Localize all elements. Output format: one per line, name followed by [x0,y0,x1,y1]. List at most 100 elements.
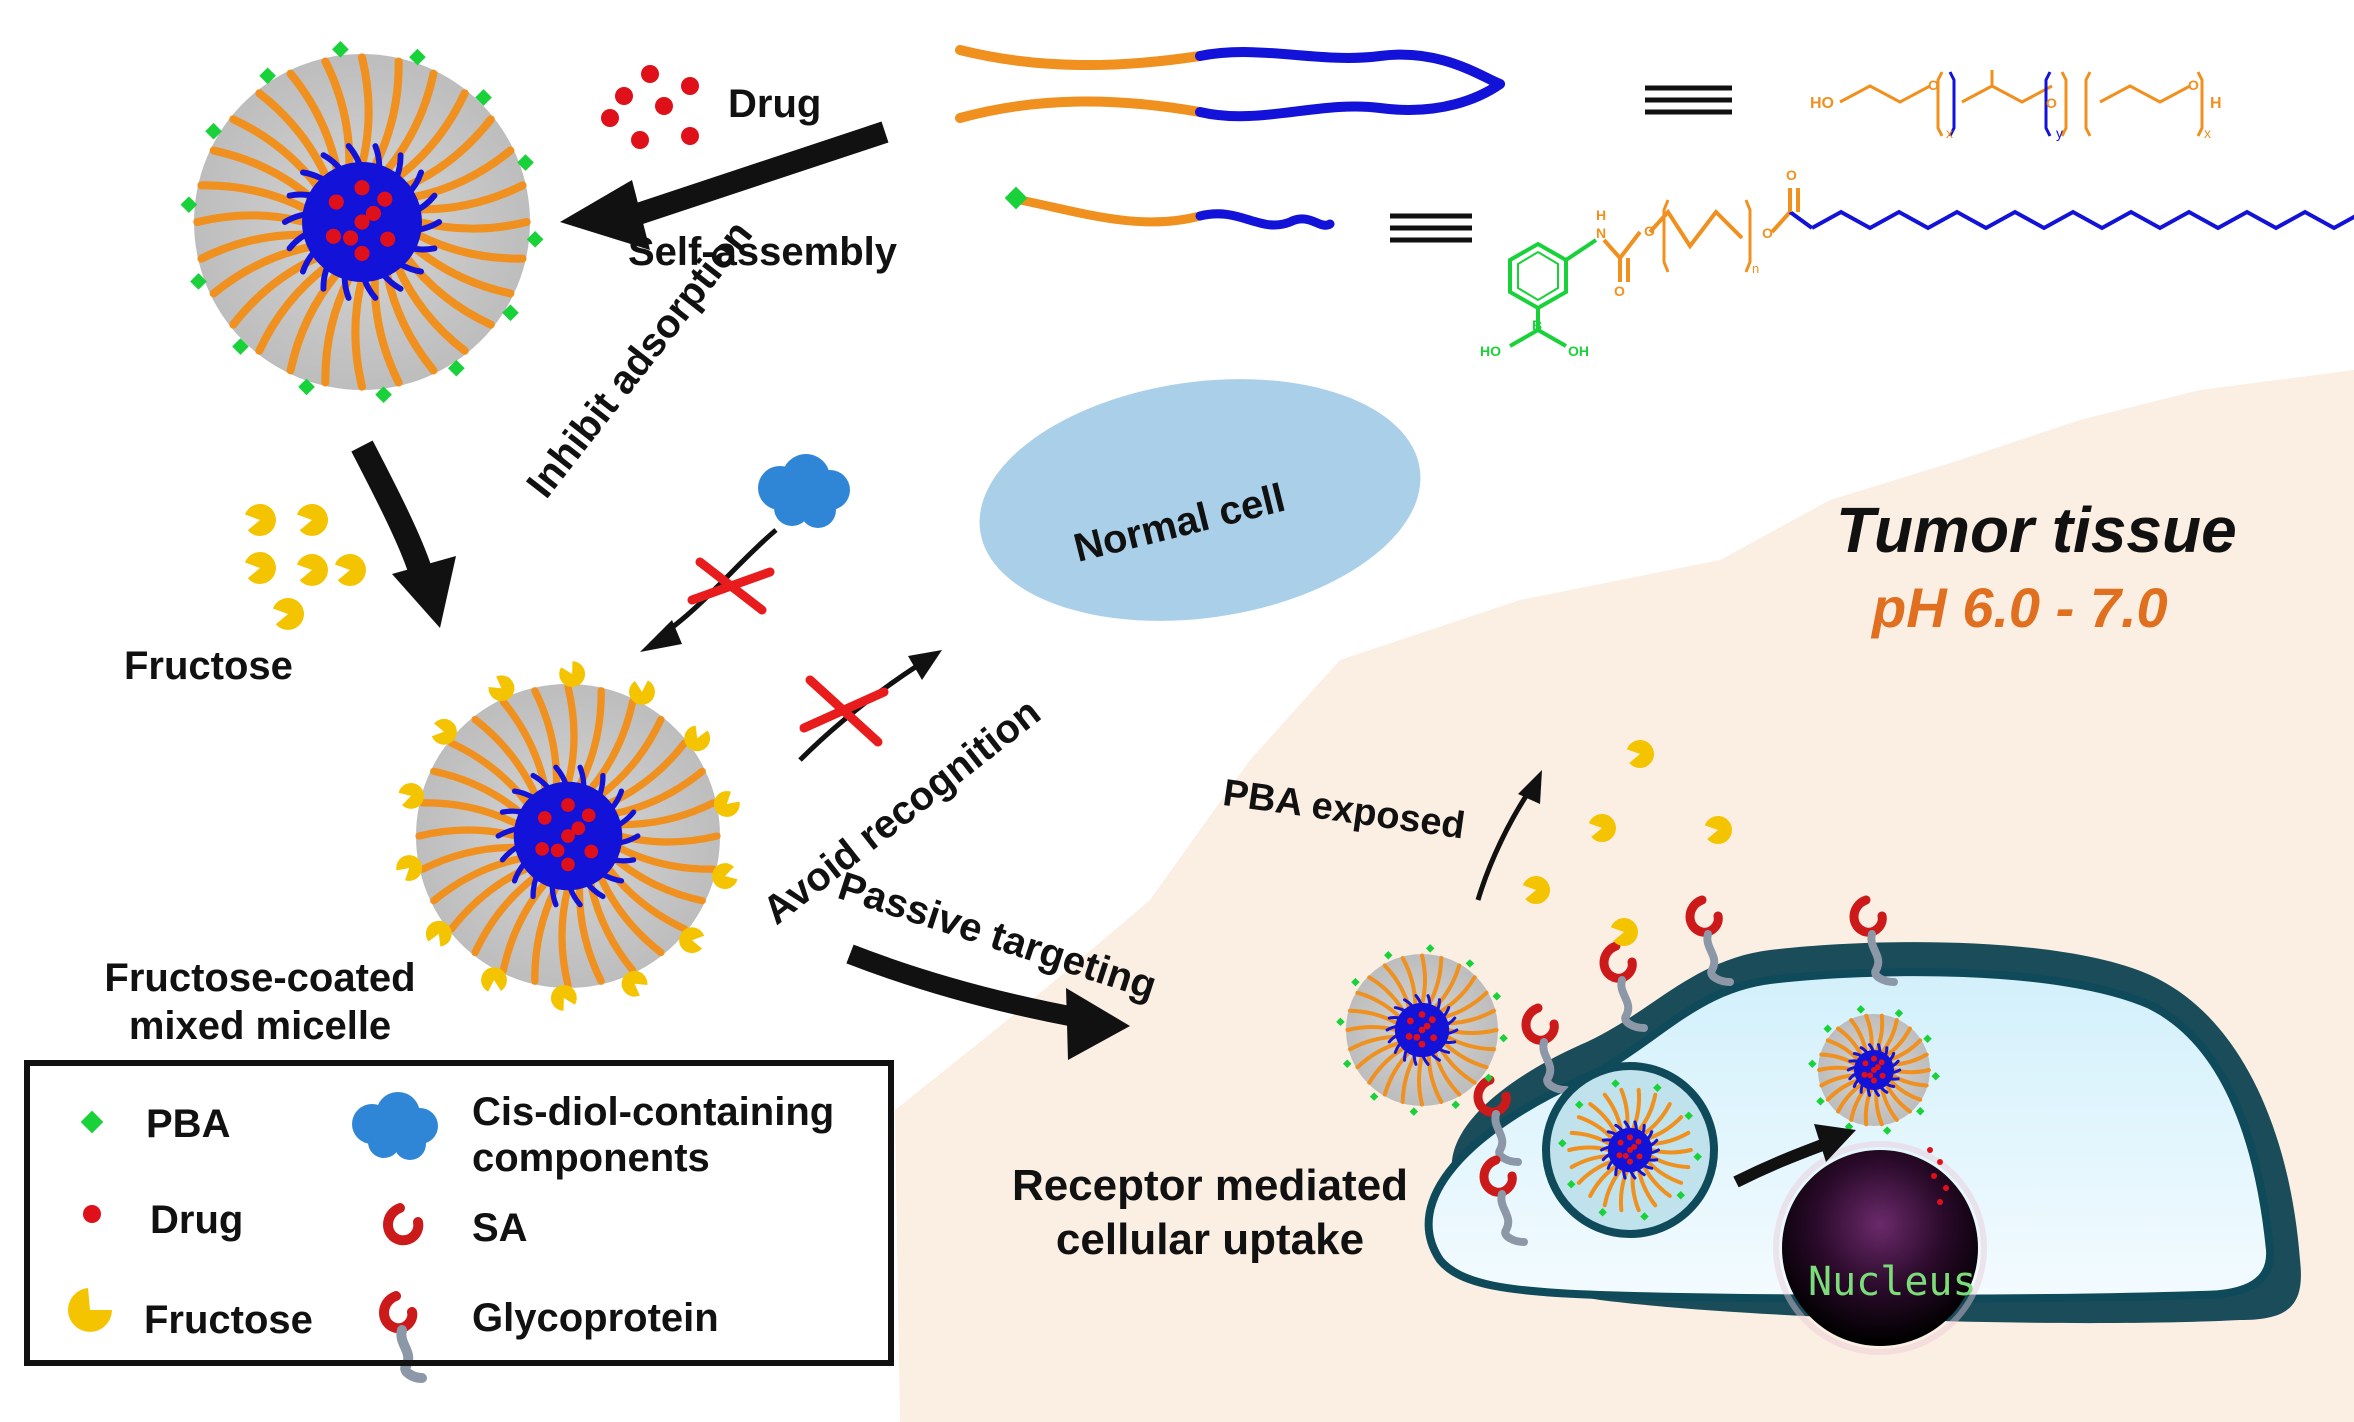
chem-sub-n: n [1752,261,1760,276]
chem-sub-y: y [2056,125,2063,141]
glycoprotein-2 [1599,941,1648,1032]
micelle-fructose [559,661,586,687]
free-drug-6 [681,127,699,145]
chem-ester-o: O [1644,223,1655,239]
chem-oxygen-3: O [2188,77,2199,93]
micelle-near-nucleus [1808,1005,1940,1135]
chem-carbonyl-o2: O [1786,167,1797,183]
free-fructose-2 [244,552,276,584]
free-drug-2 [601,109,619,127]
receptor-mediated-label-line1: Receptor mediated [1011,1161,1409,1210]
pluronic-chains [955,45,1505,123]
micelle-fructose [431,718,457,745]
chem-boronic-oh: OH [1568,343,1589,359]
cross-avoid-recognition [799,675,889,747]
chem-ho-left: HO [1810,95,1834,112]
glycoproteins [1473,895,1898,1246]
legend-fructose-icon [68,1288,112,1332]
free-drug-5 [681,77,699,95]
arrows [351,121,1856,1188]
free-drug-0 [615,87,633,105]
cis-diol-component [758,454,850,528]
micelle-fructose [684,725,711,752]
chem-ester-o2: O [1762,225,1773,241]
glycoprotein-1 [1473,1075,1522,1166]
free-drug-cluster [601,65,699,149]
equivalence-sign-2 [1390,213,1472,243]
free-drug-4 [631,131,649,149]
legend-box [24,1060,894,1366]
micelle-fructose [629,680,655,705]
micelle-fructose [398,783,424,809]
free-fructose-4 [334,554,366,586]
chem-nitrogen: N [1596,225,1607,241]
legend-drug-icon [83,1205,101,1223]
chem-oxygen-1: O [1928,77,1939,93]
chem-sub-x1: x [1946,125,1953,141]
fructose-coated-micelle [396,661,740,1011]
drug-release-dots [1927,1147,1949,1205]
free-fructose-0 [244,504,276,536]
free-fructose-1 [296,504,328,536]
chem-sub-x2: x [2204,125,2211,141]
legend-sa-label: SA [472,1206,528,1250]
equivalence-sign-1 [1645,85,1732,115]
pba-structure [1508,188,2354,348]
chem-oxygen-2: O [2046,95,2057,111]
legend-cis-diol-label-line1: Cis-diol-containing [472,1090,835,1134]
chem-nh-h: H [1596,207,1607,223]
nucleus [1782,1150,1978,1346]
chem-carbonyl-o1: O [1614,283,1625,299]
micelle-fructose [396,855,423,881]
pluronic-structure [1839,70,2204,137]
legend-icons [68,1092,438,1383]
legend-cis-diol-label-line2: components [472,1136,710,1180]
released-fructose-3 [1522,876,1550,905]
self-assembly-label: Self-assembly [628,230,898,274]
legend-pba-label: PBA [146,1102,231,1146]
glycoprotein-3 [1685,895,1734,986]
legend-glycoprotein-label: Glycoprotein [472,1296,719,1340]
micelle-fructose [550,985,577,1011]
glycoprotein-0 [1521,1003,1570,1094]
chem-boronic-ho: HO [1480,343,1501,359]
free-fructose-5 [272,598,304,630]
pba-chain [1004,186,1335,230]
free-fructose-3 [296,554,328,586]
drug-label: Drug [728,82,822,126]
micelles [180,41,1940,1238]
released-fructose-1 [1588,814,1616,843]
micelle-fructose [621,970,648,997]
legend-pba-icon [80,1110,104,1134]
micelle-at-cell-surface [1336,944,1508,1116]
legend-fructose-label: Fructose [144,1298,313,1342]
nucleus-label: Nucleus [1808,1259,1977,1305]
chem-h-right: H [2210,95,2222,112]
free-drug-3 [655,97,673,115]
legend-glycoprotein-icon [379,1291,427,1383]
legend-cis-diol-icon [352,1092,438,1160]
free-drug-1 [641,65,659,83]
cross-inhibit-adsorption [687,557,775,615]
free-fructose [244,504,1732,947]
fructose-coated-label-line1: Fructose-coated [104,956,416,1000]
glycoprotein-4 [1849,895,1898,986]
receptor-mediated-label-line2: cellular uptake [1055,1215,1365,1264]
drug-loaded-micelle-top [180,41,544,403]
glycoprotein-5 [1479,1155,1528,1246]
normal-cell [979,379,1421,621]
released-fructose-2 [1704,816,1732,845]
micelle-fructose [712,863,738,889]
micelle-fructose [488,675,515,702]
legend-drug-label: Drug [150,1198,244,1242]
micelle-fructose [481,967,507,992]
fructose-coated-label-line2: mixed micelle [128,1004,392,1048]
micelle-fructose [425,920,452,947]
endosome-micelle [1558,1079,1702,1221]
fructose-label: Fructose [124,644,293,688]
legend-sa-icon [383,1203,424,1246]
released-fructose-0 [1626,740,1654,769]
micelle-fructose [713,791,740,817]
